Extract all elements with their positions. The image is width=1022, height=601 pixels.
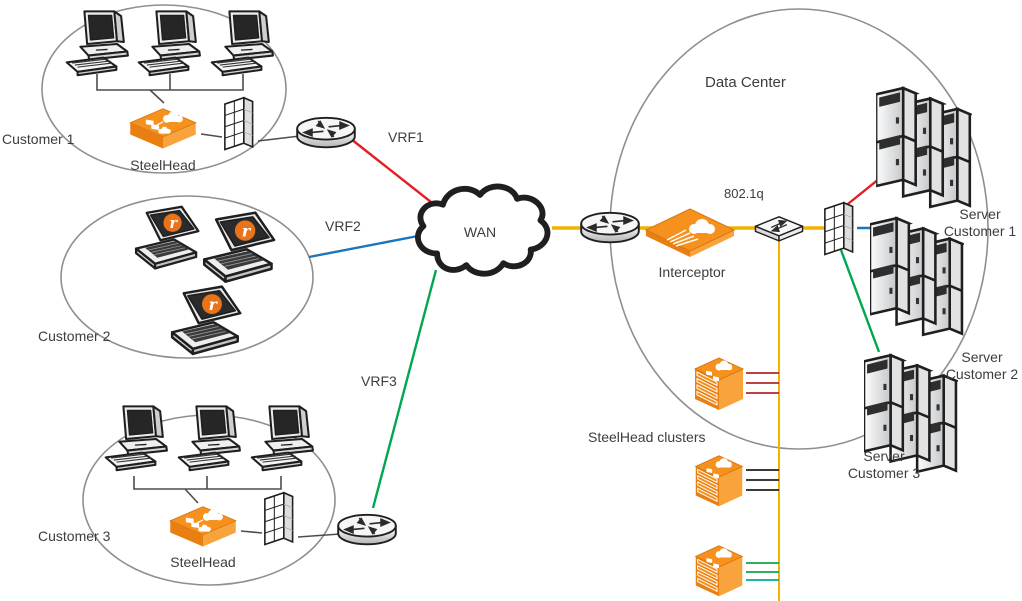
customer1-lan-links: [96, 74, 301, 142]
vrf1-label: VRF1: [388, 129, 424, 145]
customer3-steelhead-appliance-icon: [164, 497, 242, 557]
customer2-laptop-3: [164, 285, 250, 363]
customer1-steelhead-appliance-icon: [124, 99, 202, 159]
wan-label: WAN: [463, 224, 497, 240]
customer3-pc-1: [103, 393, 171, 485]
datacenter-label: Data Center: [705, 74, 786, 91]
vrf3-link: [371, 269, 438, 509]
cluster1-links: [746, 372, 779, 394]
customer1-group-outline: [41, 4, 287, 174]
steelhead-cluster-1: [688, 352, 750, 416]
vrf3-label: VRF3: [361, 373, 397, 389]
customer3-pc-2: [176, 393, 244, 485]
vrf2-label: VRF2: [325, 218, 361, 234]
interceptor-appliance-icon: [640, 199, 740, 263]
vrf2-link: [308, 234, 419, 259]
customer3-router-icon: [335, 505, 399, 549]
interceptor-label: Interceptor: [658, 264, 726, 280]
customer2-group-outline: [60, 195, 314, 359]
server-customer2-label: Server Customer 2: [945, 349, 1019, 383]
steelhead-clusters-label: SteelHead clusters: [588, 429, 706, 445]
cluster2-links: [746, 469, 779, 491]
datacenter-router-icon: [578, 202, 642, 248]
server-rack-customer1: [876, 84, 972, 211]
customer1-label: Customer 1: [2, 131, 75, 147]
vlan-switch-icon: [751, 207, 807, 249]
customer1-pc-3: [209, 0, 277, 88]
cluster3-links-green: [746, 562, 779, 573]
customer1-steelhead-label: SteelHead: [130, 157, 196, 173]
customer2-label: Customer 2: [38, 328, 111, 344]
customer1-switch-icon: [219, 94, 261, 152]
customer3-label: Customer 3: [38, 528, 111, 544]
customer1-pc-2: [136, 0, 204, 88]
customer1-router-icon: [294, 108, 358, 152]
customer3-pc-3: [249, 393, 317, 485]
steelhead-cluster-2: [688, 450, 750, 512]
server-customer1-label: Server Customer 1: [943, 206, 1017, 240]
vlan-label: 802.1q: [724, 186, 764, 201]
server-customer3-label: Server Customer 3: [847, 448, 921, 482]
customer3-switch-icon: [259, 489, 301, 547]
customer2-laptop-2: [197, 211, 283, 291]
customer2-laptop-1: [130, 203, 206, 279]
switch-server3-link: [839, 249, 881, 353]
customer3-lan-links: [133, 476, 341, 538]
datacenter-switch-icon: [819, 199, 861, 257]
customer1-pc-1: [64, 0, 132, 88]
customer3-steelhead-label: SteelHead: [170, 554, 236, 570]
steelhead-cluster-3: [688, 540, 750, 601]
